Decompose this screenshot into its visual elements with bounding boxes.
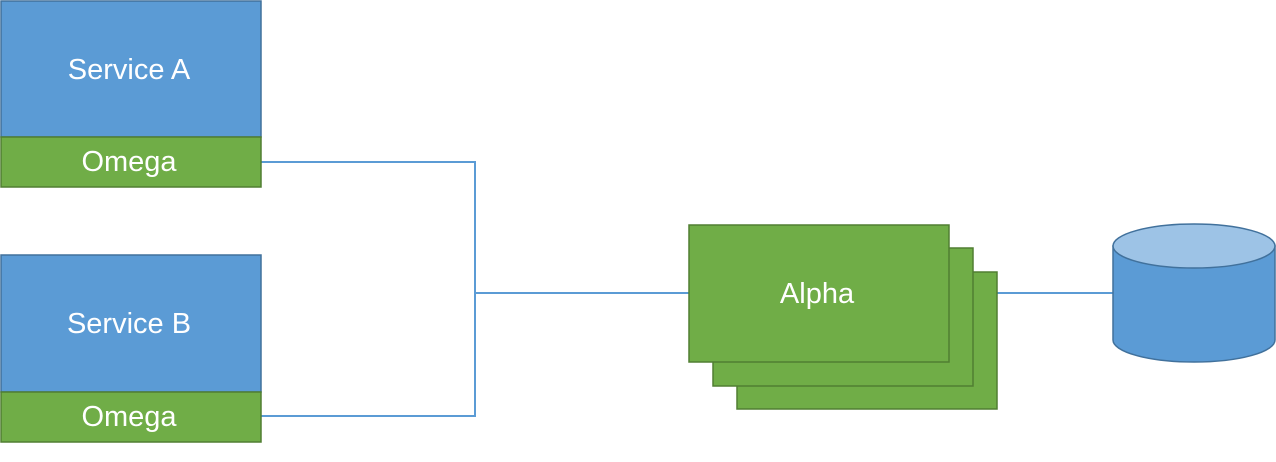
service-a-label: Service A xyxy=(68,54,191,86)
service-b-omega-box xyxy=(0,391,262,443)
service-a-omega-box xyxy=(0,136,262,188)
alpha-instance-front xyxy=(688,224,950,363)
service-a-omega-label: Omega xyxy=(81,146,177,178)
service-b-omega-label: Omega xyxy=(81,401,177,433)
service-a-node: Service A Omega xyxy=(0,0,262,188)
alpha-label: Alpha xyxy=(780,278,855,310)
service-b-node: Service B Omega xyxy=(0,254,262,443)
database-icon xyxy=(1112,223,1276,363)
service-a-box xyxy=(0,0,262,138)
database-top xyxy=(1112,223,1276,269)
connector-service-a xyxy=(261,161,476,293)
database-body xyxy=(1112,245,1276,363)
service-b-box xyxy=(0,254,262,393)
service-b-label: Service B xyxy=(67,308,191,340)
alpha-node: Alpha xyxy=(688,224,998,410)
connector-service-b xyxy=(261,293,476,417)
connectors xyxy=(261,161,1113,417)
